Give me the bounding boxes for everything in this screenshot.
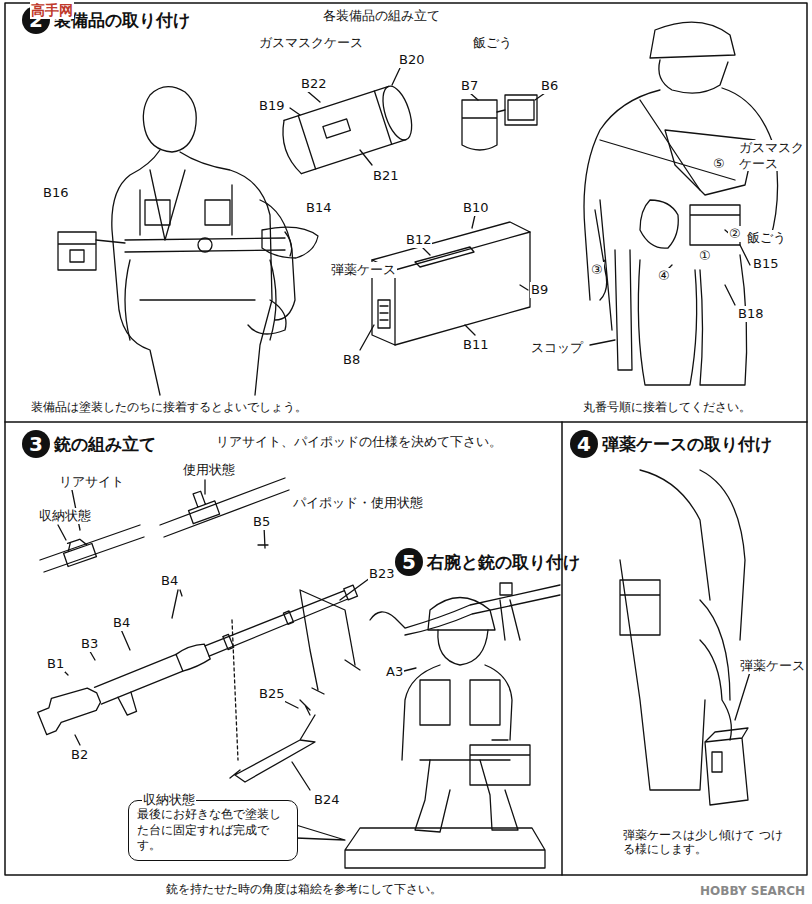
- part-label: リアサイト、パイポッドの仕様を決めて下さい。: [215, 434, 503, 450]
- step-title: 右腕と銃の取り付け: [427, 551, 580, 574]
- step-title: 銃の組み立て: [54, 433, 156, 456]
- part-label: ⑤: [712, 156, 726, 172]
- part-label: ③: [590, 262, 604, 278]
- step-title: 装備品の取り付け: [54, 9, 190, 32]
- part-label: ガスマスク ケース: [738, 140, 806, 171]
- part-label: 使用状態: [182, 462, 236, 478]
- part-number: B23: [368, 566, 395, 582]
- part-number: B15: [752, 256, 779, 272]
- step-number: 3: [22, 430, 50, 458]
- part-label: 飯ごう: [746, 230, 787, 246]
- part-label: 各装備品の組み立て: [322, 8, 441, 24]
- part-label: 銃を持たせた時の角度は箱絵を参考にして下さい。: [165, 882, 443, 896]
- step-heading: 3銃の組み立て: [22, 430, 156, 458]
- part-number: B14: [305, 200, 332, 216]
- part-number: B19: [258, 98, 285, 114]
- part-label: リアサイト: [58, 474, 125, 490]
- part-number: B21: [372, 168, 399, 184]
- part-number: B2: [70, 747, 89, 763]
- part-number: B12: [405, 232, 432, 248]
- part-label: ガスマスクケース: [258, 35, 364, 51]
- part-number: B11: [462, 337, 489, 353]
- part-label: 飯ごう: [472, 35, 513, 51]
- part-label: 丸番号順に接着してください。: [582, 400, 752, 414]
- part-label: 収納状態: [38, 508, 92, 524]
- part-number: B20: [398, 52, 425, 68]
- part-number: B7: [460, 78, 479, 94]
- part-number: B16: [42, 185, 69, 201]
- part-number: B25: [258, 686, 285, 702]
- step-number: 4: [570, 430, 598, 458]
- part-label: 装備品は塗装したのちに接着するとよいでしょう。: [30, 400, 308, 414]
- part-number: B24: [313, 792, 340, 808]
- part-label: ②: [728, 226, 742, 242]
- part-number: B3: [80, 636, 99, 652]
- part-label: 収納状態: [142, 792, 196, 808]
- step-number: 5: [395, 548, 423, 576]
- part-label: ①: [698, 248, 712, 264]
- part-number: A3: [385, 664, 404, 680]
- step-heading: 5右腕と銃の取り付け: [395, 548, 580, 576]
- part-label: 弾薬ケース: [739, 658, 806, 674]
- part-number: B5: [252, 514, 271, 530]
- part-number: B1: [46, 656, 65, 672]
- part-label: 弾薬ケース: [330, 262, 397, 278]
- part-number: B22: [300, 76, 327, 92]
- part-number: B18: [737, 306, 764, 322]
- part-number: B6: [540, 78, 559, 94]
- note-bubble: 最後にお好きな色で塗装した台に固定すれば完成です。: [128, 800, 298, 861]
- part-number: B10: [462, 200, 489, 216]
- part-number: B9: [530, 282, 549, 298]
- step-title: 弾薬ケースの取り付け: [602, 433, 772, 456]
- part-label: 高手网: [30, 2, 74, 19]
- part-number: B4: [160, 573, 179, 589]
- part-number: B8: [342, 352, 361, 368]
- part-label: HOBBY SEARCH: [699, 884, 806, 898]
- part-number: B4: [112, 615, 131, 631]
- step-heading: 4弾薬ケースの取り付け: [570, 430, 772, 458]
- note-text: 最後にお好きな色で塗装した台に固定すれば完成です。: [137, 807, 289, 854]
- part-label: スコップ: [530, 340, 584, 356]
- part-label: ④: [657, 268, 671, 284]
- part-label: 弾薬ケースは少し傾けて つける様にします。: [622, 828, 784, 857]
- part-label: パイポッド・使用状態: [292, 495, 424, 511]
